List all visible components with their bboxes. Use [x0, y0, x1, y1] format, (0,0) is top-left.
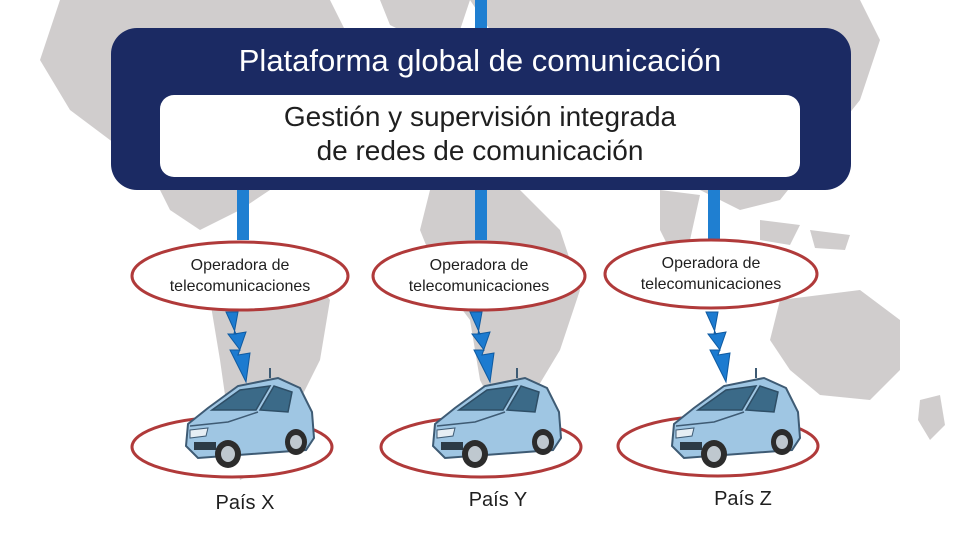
lightning-icon: [225, 311, 251, 384]
car-icon: [671, 367, 801, 469]
global-platform-box: Plataforma global de comunicación Gestió…: [111, 28, 851, 190]
connector-y: [475, 185, 487, 240]
country-label-y: País Y: [469, 489, 528, 511]
connector-z: [708, 185, 720, 240]
operator-node-x: Operadora de telecomunicaciones: [130, 240, 350, 312]
management-line-2: de redes de comunicación: [317, 135, 644, 166]
management-panel: [160, 95, 800, 177]
management-line-1: Gestión y supervisión integrada: [284, 101, 677, 132]
operator-x-line-2: telecomunicaciones: [170, 278, 311, 295]
platform-title: Plataforma global de comunicación: [239, 43, 722, 78]
country-label-z: País Z: [714, 488, 772, 510]
connector-x: [237, 185, 249, 240]
operator-y-line-2: telecomunicaciones: [409, 278, 550, 295]
car-icon: [432, 367, 562, 469]
operator-x-line-1: Operadora de: [191, 257, 290, 274]
operator-z-line-2: telecomunicaciones: [641, 276, 782, 293]
operator-y-line-1: Operadora de: [430, 257, 529, 274]
lightning-icon: [469, 311, 495, 384]
operator-z-line-1: Operadora de: [662, 255, 761, 272]
country-label-x: País X: [216, 492, 275, 514]
operator-node-z: Operadora de telecomunicaciones: [603, 238, 819, 310]
lightning-icon: [705, 311, 731, 384]
operator-node-y: Operadora de telecomunicaciones: [371, 240, 587, 312]
